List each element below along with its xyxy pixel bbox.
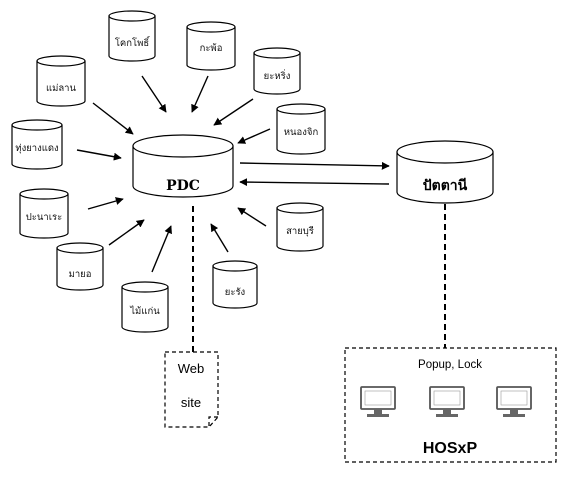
- hosxp-label: HOSxP: [423, 440, 478, 457]
- arrow-sai-buri-to-pdc: [237, 207, 267, 227]
- arrow-panare-to-pdc: [87, 197, 124, 210]
- arrow-nong-chik-to-pdc: [237, 128, 271, 144]
- site-mae-lan-database: แม่ลาน: [36, 55, 86, 107]
- pattani-server-database: ปัตตานี: [396, 140, 494, 204]
- client-group-caption: Popup, Lock: [418, 359, 482, 371]
- site-thung-yang-daeng-database: ทุ่งยางแดง: [11, 119, 63, 170]
- website-label-line1: Web: [178, 361, 205, 376]
- hosxp-client-group: Popup, Lock HOSxP: [344, 347, 557, 463]
- website-label-line2: site: [181, 395, 201, 410]
- site-mayo-label: มายอ: [69, 269, 92, 280]
- site-panare-database: ปะนาเระ: [19, 188, 69, 239]
- arrow-yarang-to-pdc: [210, 223, 229, 253]
- site-panare-label: ปะนาเระ: [26, 212, 62, 223]
- arrow-mayo-to-pdc: [108, 219, 145, 246]
- site-kapho-label: กะพ้อ: [200, 43, 223, 54]
- monitor-icon: [429, 386, 465, 417]
- site-mai-kaen-database: ไม้แก่น: [121, 281, 169, 333]
- arrow-pattani-to-pdc: [239, 178, 390, 187]
- monitor-icon: [360, 386, 396, 417]
- site-khok-pho-database: โคกโพธิ์: [108, 10, 156, 62]
- pdc-server-database: PDC: [132, 134, 234, 198]
- site-yaring-label: ยะหริ่ง: [264, 69, 291, 82]
- arrow-pdc-to-pattani: [239, 161, 390, 170]
- arrow-mai-kaen-to-pdc: [151, 225, 172, 273]
- arrow-yaring-to-pdc: [213, 98, 254, 126]
- arrow-kapho-to-pdc: [191, 75, 209, 113]
- site-mae-lan-label: แม่ลาน: [46, 83, 77, 94]
- pattani-server-label: ปัตตานี: [423, 178, 468, 194]
- site-nong-chik-database: หนองจิก: [276, 103, 326, 155]
- site-kapho-database: กะพ้อ: [186, 21, 236, 71]
- arrow-khok-pho-to-pdc: [141, 75, 167, 113]
- site-sai-buri-label: สายบุรี: [286, 225, 314, 237]
- site-mai-kaen-label: ไม้แก่น: [129, 305, 160, 317]
- site-yaring-database: ยะหริ่ง: [253, 47, 301, 95]
- arrow-thung-yang-daeng-to-pdc: [76, 149, 122, 161]
- arrow-mae-lan-to-pdc: [92, 102, 134, 135]
- site-khok-pho-label: โคกโพธิ์: [115, 35, 151, 49]
- website-document: Web site: [164, 351, 219, 428]
- site-yarang-database: ยะรัง: [212, 260, 258, 309]
- monitor-icon: [496, 386, 532, 417]
- site-yarang-label: ยะรัง: [225, 287, 245, 298]
- site-nong-chik-label: หนองจิก: [284, 127, 319, 138]
- site-sai-buri-database: สายบุรี: [276, 202, 324, 252]
- pdc-server-label: PDC: [166, 178, 200, 194]
- site-mayo-database: มายอ: [56, 242, 104, 291]
- site-thung-yang-daeng-label: ทุ่งยางแดง: [15, 143, 58, 154]
